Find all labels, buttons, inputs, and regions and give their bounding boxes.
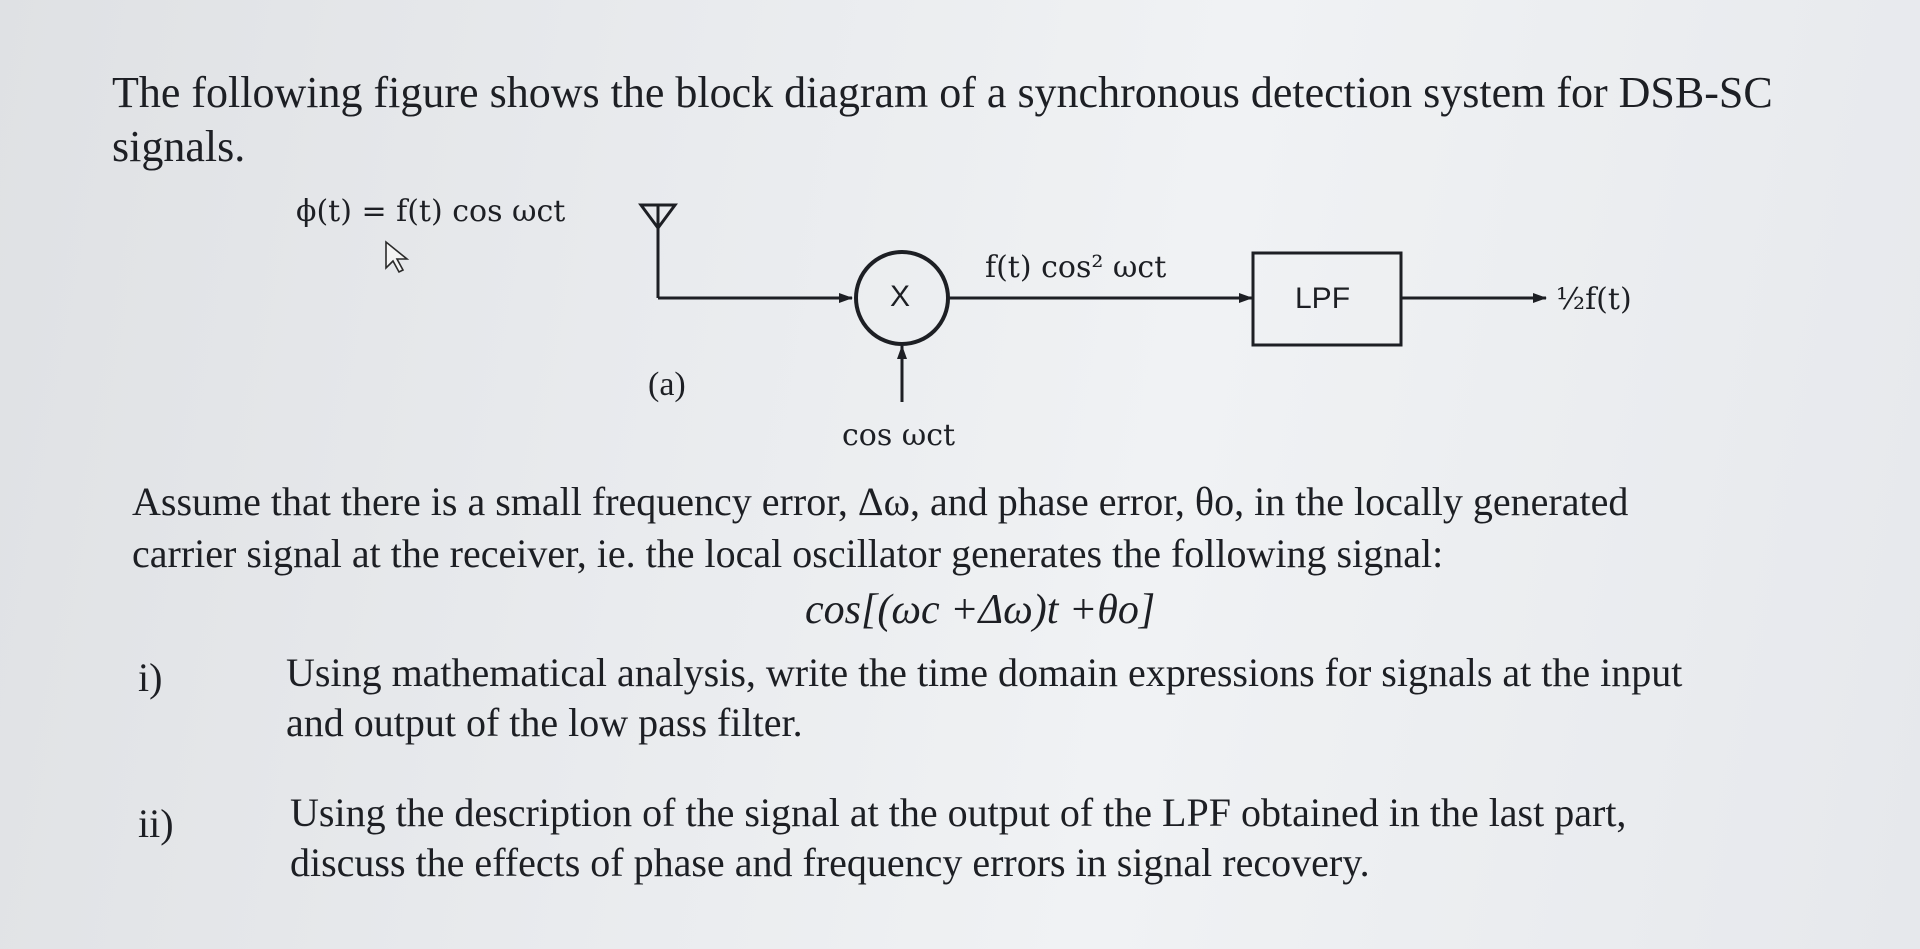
figure-caption: (a) bbox=[648, 366, 686, 403]
intro-line-2: signals. bbox=[112, 122, 246, 171]
assumption-line-1: Assume that there is a small frequency e… bbox=[132, 479, 1629, 524]
question-2-text: Using the description of the signal at t… bbox=[290, 788, 1626, 888]
antenna-icon bbox=[638, 203, 678, 298]
intro-text: The following figure shows the block dia… bbox=[112, 66, 1773, 174]
question-1-number: i) bbox=[138, 655, 163, 700]
oscillator-formula: cos[(ωc +Δω)t +θo] bbox=[805, 587, 1156, 633]
output-label: ½f(t) bbox=[1556, 282, 1632, 317]
multiplier-output-label: f(t) cos² ωct bbox=[985, 250, 1167, 285]
lpf-label: LPF bbox=[1295, 282, 1351, 315]
mouse-cursor-icon bbox=[385, 240, 410, 274]
question-2-line-1: Using the description of the signal at t… bbox=[290, 790, 1627, 835]
assumption-text: Assume that there is a small frequency e… bbox=[132, 476, 1628, 580]
local-oscillator-label: cos ωct bbox=[842, 418, 956, 453]
multiplier-label: X bbox=[890, 280, 911, 313]
input-signal-label: ϕ(t) = f(t) cos ωct bbox=[296, 194, 566, 229]
assumption-line-2: carrier signal at the receiver, ie. the … bbox=[132, 531, 1444, 576]
question-1-text: Using mathematical analysis, write the t… bbox=[286, 648, 1682, 748]
intro-line-1: The following figure shows the block dia… bbox=[112, 68, 1773, 117]
question-1-line-2: and output of the low pass filter. bbox=[286, 700, 803, 745]
question-1-line-1: Using mathematical analysis, write the t… bbox=[286, 650, 1683, 695]
question-2-number: ii) bbox=[138, 801, 174, 846]
question-2-line-2: discuss the effects of phase and frequen… bbox=[290, 840, 1370, 885]
